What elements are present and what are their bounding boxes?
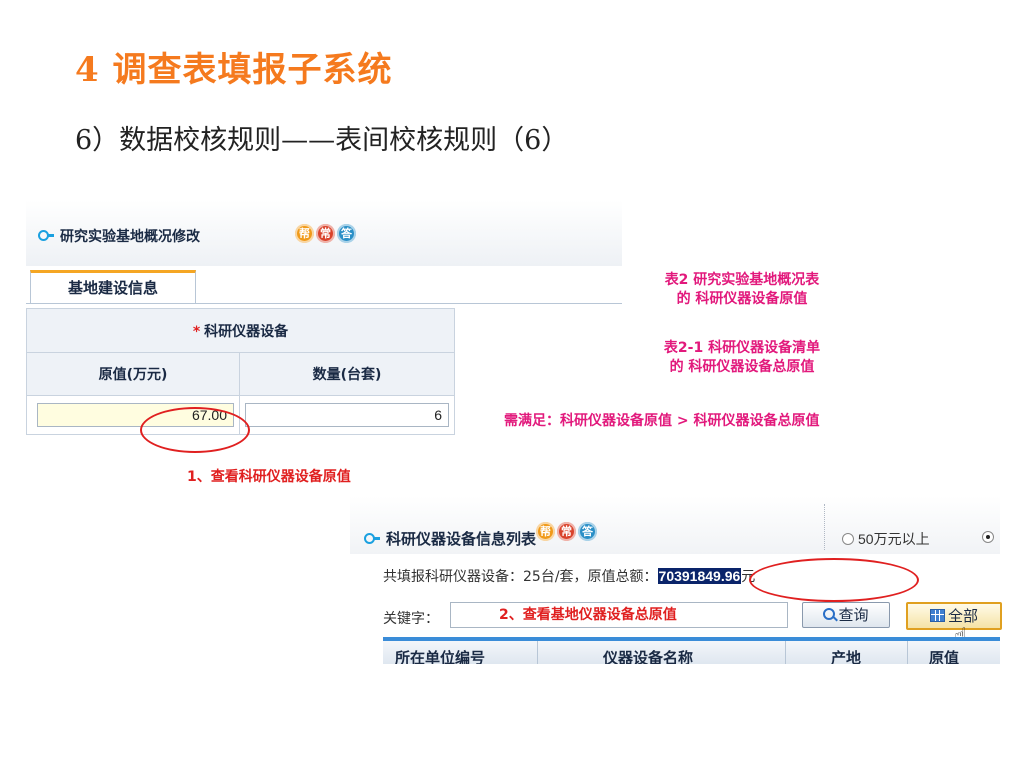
- query-button-label: 查询: [838, 606, 869, 624]
- tab-base-construction[interactable]: 基地建设信息: [30, 270, 196, 303]
- radio-unselected-icon: [842, 533, 854, 545]
- equipment-table: *科研仪器设备 原值(万元) 数量(台套) 67.00 6: [26, 308, 455, 435]
- summary-line: 共填报科研仪器设备：25台/套，原值总额：70391849.96元: [383, 566, 755, 586]
- keyword-input[interactable]: 2、查看基地仪器设备总原值: [450, 602, 788, 628]
- keyword-label: 关键字：: [383, 611, 439, 627]
- summary-prefix: 共填报科研仪器设备：25台/套，原值总额：: [383, 569, 658, 585]
- radio-selected[interactable]: [982, 529, 998, 545]
- required-mark: *: [192, 323, 201, 340]
- quantity-cell: 6: [239, 395, 455, 435]
- rule-note-2-line-b: 的 科研仪器设备总原值: [669, 359, 815, 375]
- help-badge-icon[interactable]: 帮: [295, 224, 314, 243]
- query-button[interactable]: 查询: [802, 602, 890, 628]
- tab-divider: [26, 303, 622, 304]
- quantity-input[interactable]: 6: [245, 403, 449, 427]
- group-header-text: 科研仪器设备: [204, 323, 289, 340]
- slide-subtitle: 6）数据校核规则——表间校核规则（6）: [75, 125, 569, 156]
- step1-note: 1、查看科研仪器设备原值: [187, 469, 351, 485]
- rule-note-1: 表2 研究实验基地概况表 的 科研仪器设备原值: [612, 271, 872, 309]
- header-separator: [824, 504, 825, 550]
- total-amount: 70391849.96: [657, 568, 742, 584]
- panel-title: 研究实验基地概况修改: [38, 226, 200, 246]
- help-badges: 帮常答: [295, 222, 358, 243]
- column-header-equipment-name: 仪器设备名称: [603, 649, 694, 664]
- radio-label: 50万元以上: [858, 531, 930, 547]
- show-all-button[interactable]: 全部: [906, 602, 1002, 630]
- group-header: *科研仪器设备: [26, 308, 455, 353]
- rule-requirement: 需满足：科研仪器设备原值 > 科研仪器设备总原值: [504, 413, 820, 429]
- rule-note-2: 表2-1 科研仪器设备清单 的 科研仪器设备总原值: [612, 339, 872, 377]
- table-top-bar: [383, 637, 1000, 641]
- faq-badge-icon[interactable]: 常: [557, 522, 576, 541]
- answer-badge-icon[interactable]: 答: [578, 522, 597, 541]
- amount-highlight-oval: [749, 558, 919, 602]
- column-divider: [785, 641, 786, 664]
- key-icon: [38, 230, 54, 241]
- rule-note-1-line-b: 的 科研仪器设备原值: [676, 291, 808, 307]
- highlight-oval: [140, 407, 250, 453]
- help-badge-icon[interactable]: 帮: [536, 522, 555, 541]
- help-badges: 帮常答: [536, 520, 599, 541]
- panel2-title: 科研仪器设备信息列表: [364, 528, 536, 549]
- column-header-value: 原值(万元): [26, 352, 240, 396]
- base-overview-panel: 研究实验基地概况修改 帮常答 基地建设信息 *科研仪器设备 原值(万元) 数量(…: [26, 200, 622, 460]
- column-header-original-value: 原值: [929, 649, 960, 664]
- grid-icon: [929, 609, 945, 622]
- column-divider: [537, 641, 538, 664]
- key-icon: [364, 533, 380, 544]
- column-header-quantity: 数量(台套): [239, 352, 455, 396]
- rule-note-2-line-a: 表2-1 科研仪器设备清单: [663, 340, 821, 356]
- rule-note-1-line-a: 表2 研究实验基地概况表: [664, 272, 820, 288]
- faq-badge-icon[interactable]: 常: [316, 224, 335, 243]
- answer-badge-icon[interactable]: 答: [337, 224, 356, 243]
- equipment-list-header: 所在单位编号 仪器设备名称 产地 原值: [383, 641, 1000, 664]
- panel2-header: 科研仪器设备信息列表 帮常答 50万元以上: [350, 496, 1000, 554]
- search-icon: [823, 608, 836, 620]
- radio-selected-icon: [982, 531, 994, 543]
- show-all-label: 全部: [947, 607, 978, 625]
- equipment-list-panel: 科研仪器设备信息列表 帮常答 50万元以上 共填报科研仪器设备：25台/套，原值…: [350, 496, 1002, 664]
- column-header-unit-code: 所在单位编号: [395, 649, 486, 664]
- panel-header: 研究实验基地概况修改 帮常答: [26, 200, 622, 266]
- radio-50w-above[interactable]: 50万元以上: [842, 529, 930, 549]
- panel2-title-text: 科研仪器设备信息列表: [386, 530, 537, 548]
- slide-title: 4 调查表填报子系统: [75, 50, 393, 90]
- column-divider: [907, 641, 908, 664]
- column-header-origin: 产地: [831, 649, 862, 664]
- panel-title-text: 研究实验基地概况修改: [60, 229, 200, 245]
